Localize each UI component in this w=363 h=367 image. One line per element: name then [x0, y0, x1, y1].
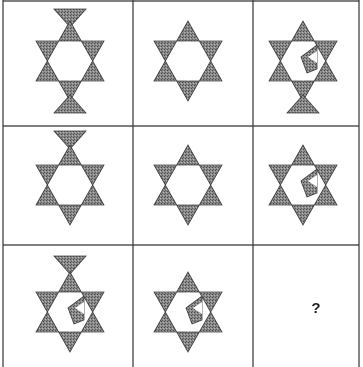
cell-r3-c3: ? [311, 300, 320, 317]
missing-cell-question-mark: ? [311, 300, 320, 317]
